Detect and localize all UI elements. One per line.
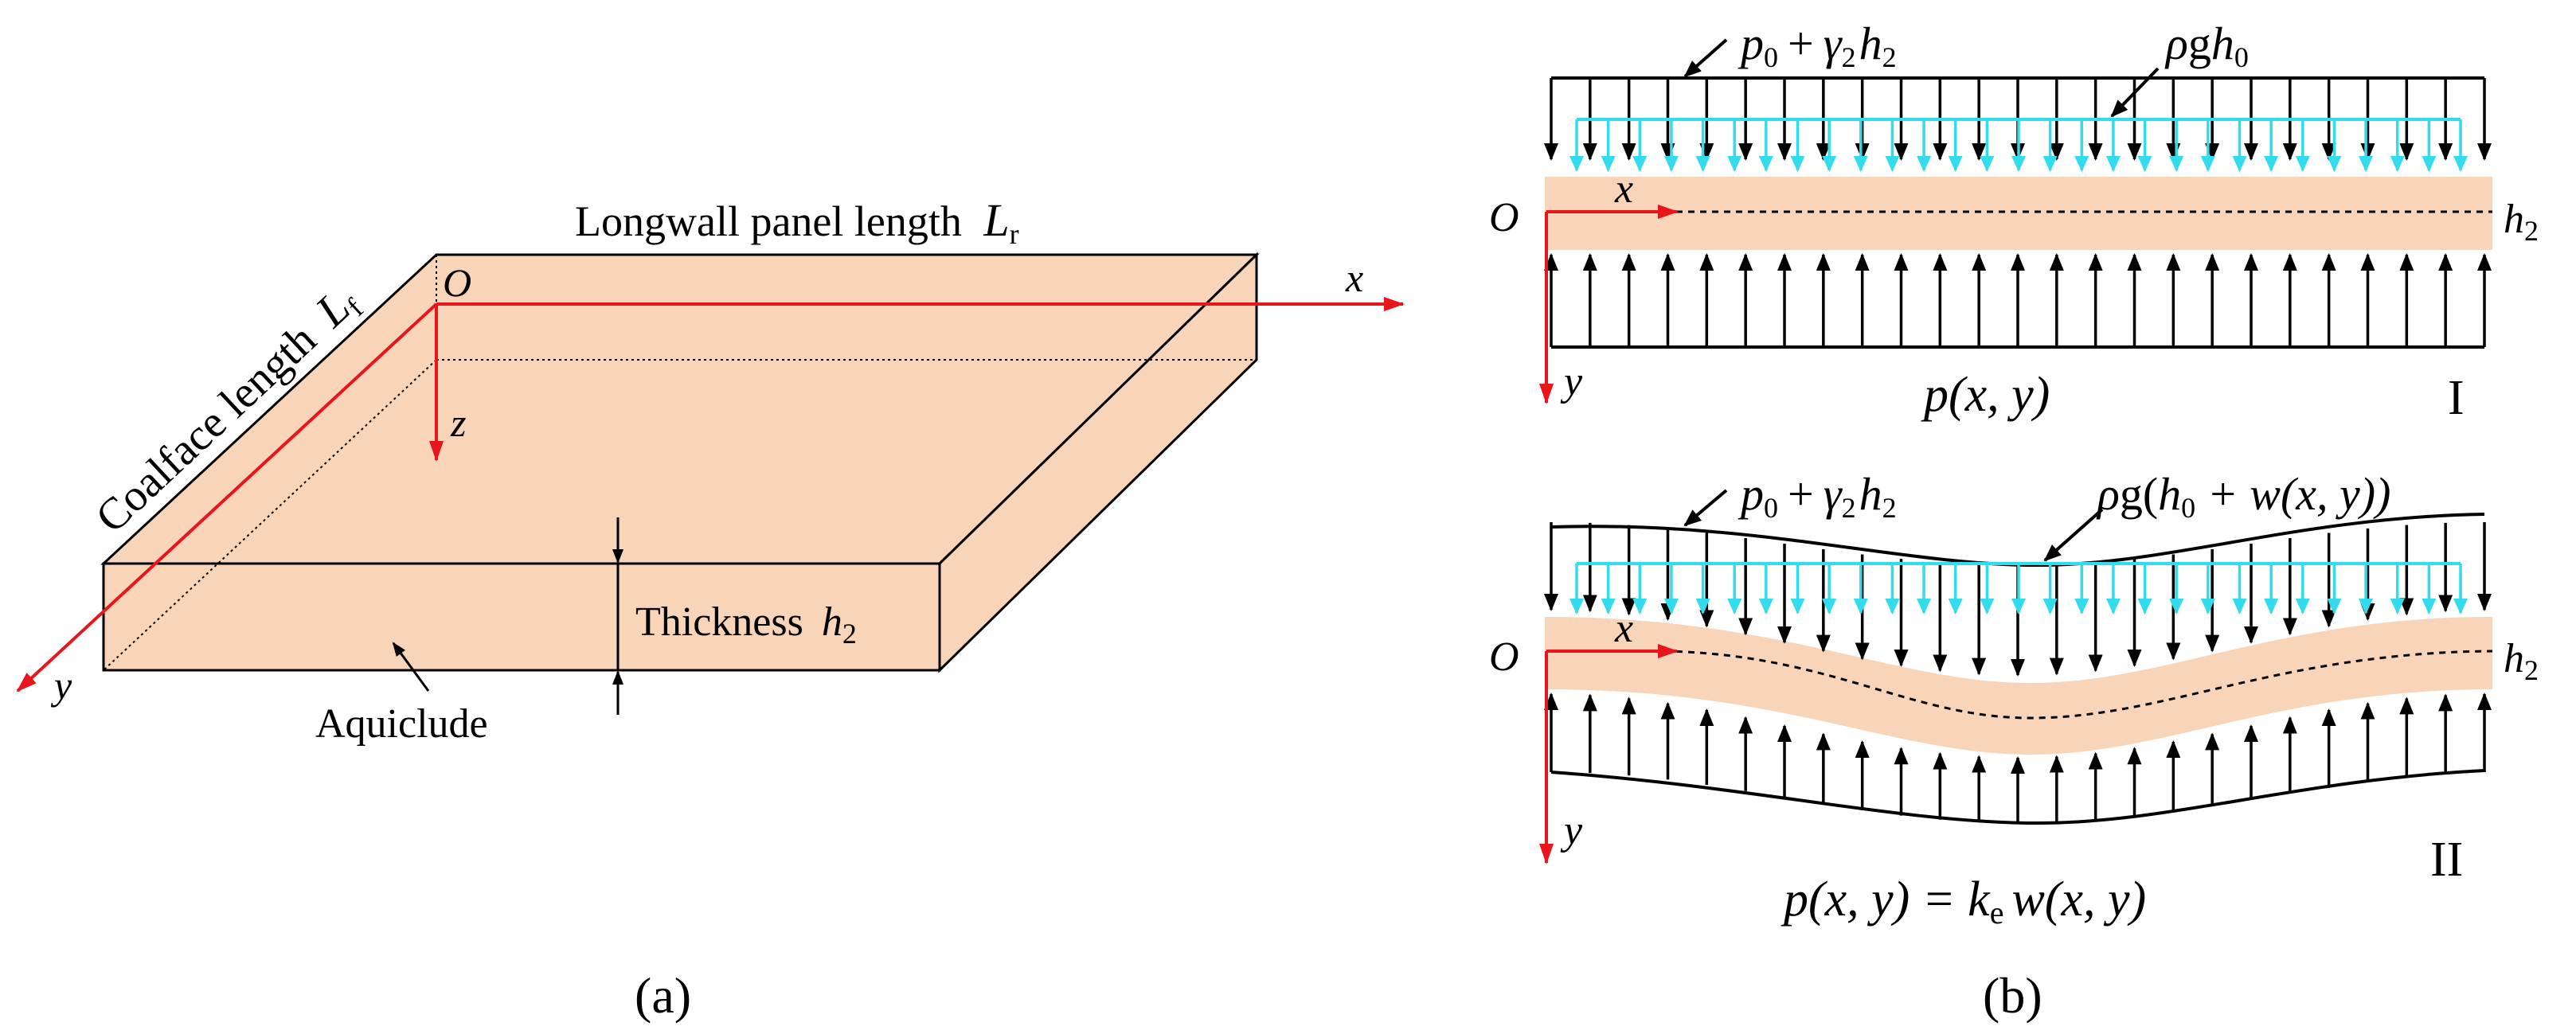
origin-label: O xyxy=(443,260,471,305)
aquiclude-label: Aquiclude xyxy=(315,701,488,747)
origin-label-1: O xyxy=(1489,195,1519,240)
top-load-label-1: p0+γ2h2 xyxy=(1738,18,1897,73)
top-load-pointer-2 xyxy=(1683,489,1728,527)
panel-b-diagram-1: O x y h2 p0+γ2h2 ρgh0 p(x, y) I xyxy=(1489,18,2539,425)
aquiclude-pointer xyxy=(392,642,430,692)
slab-hidden-edge-left xyxy=(103,359,437,671)
caption-a: (a) xyxy=(635,967,691,1024)
axis-x-label-1: x xyxy=(1614,166,1633,212)
roman-label-1: I xyxy=(2448,371,2465,425)
support-curve-2 xyxy=(1550,769,2485,825)
axis-y-arrow xyxy=(16,302,438,693)
axis-x-label: x xyxy=(1345,256,1363,300)
layer-band-1 xyxy=(1545,177,2492,250)
axis-z-label: z xyxy=(450,400,466,445)
water-load-pointer-2 xyxy=(2043,508,2104,562)
water-load-arrows-2 xyxy=(1569,564,2468,615)
support-load-label-1: p(x, y) xyxy=(1921,368,2050,422)
top-load-label-2: p0+γ2h2 xyxy=(1738,468,1897,524)
axis-y-label-1: y xyxy=(1560,359,1583,404)
axis-x-label-2: x xyxy=(1614,606,1633,651)
roman-label-2: II xyxy=(2430,833,2463,887)
panel-b-diagram-2: O x y h2 p0+γ2h2 ρg(h0 + w(x, y)) p(x, y… xyxy=(1489,468,2539,1024)
thickness-label: Thickness h2 xyxy=(635,599,857,650)
layer-band-2 xyxy=(1545,617,2492,755)
water-load-pointer-1 xyxy=(2110,67,2160,118)
slab-front-face xyxy=(102,562,941,672)
axis-y-label: y xyxy=(50,663,72,708)
water-load-label-1: ρgh0 xyxy=(2164,18,2249,73)
layer-h-label-2: h2 xyxy=(2504,636,2539,686)
axis-y-label-2: y xyxy=(1560,808,1583,853)
origin-label-2: O xyxy=(1489,634,1519,680)
water-load-label-2: ρg(h0 + w(x, y)) xyxy=(2096,468,2390,524)
support-arrows-2 xyxy=(1544,693,2492,823)
neutral-axis-2 xyxy=(1663,650,2493,720)
panel-a: O x z y Longwall panel length Lr Coalfac… xyxy=(16,194,1405,1024)
top-load-arrows-2 xyxy=(1544,522,2492,677)
top-load-pointer-1 xyxy=(1683,38,1728,78)
support-arrows-1 xyxy=(1544,253,2492,347)
panel-length-label: Longwall panel length Lr xyxy=(575,194,1019,250)
caption-b: (b) xyxy=(1983,967,2042,1024)
water-load-arrows-1 xyxy=(1569,119,2468,172)
layer-h-label-1: h2 xyxy=(2504,197,2539,247)
